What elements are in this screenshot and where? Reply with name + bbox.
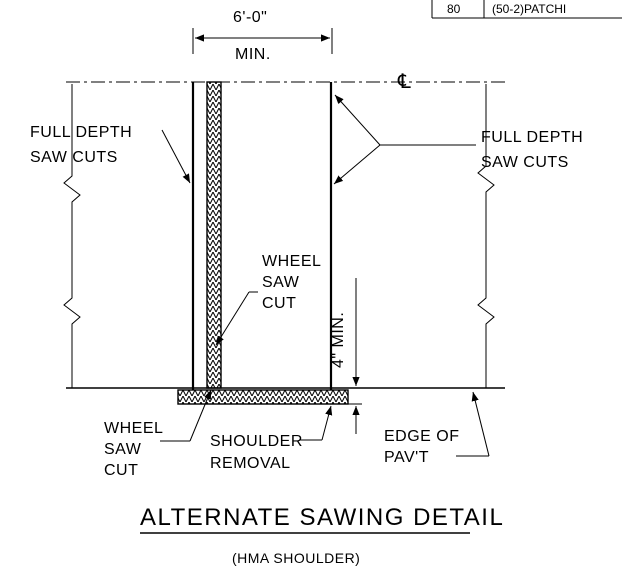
right-saw-cuts-line-1: FULL DEPTH	[481, 129, 583, 146]
title-block-fragment: 80 (50-2)PATCHI	[431, 0, 622, 19]
wheel-saw-cut-strip	[206, 81, 222, 389]
detail-title-block: ALTERNATE SAWING DETAIL (HMA SHOULDER)	[140, 504, 504, 566]
wheel-saw-cut-outer-line-1: WHEEL	[104, 420, 163, 437]
detail-subtitle: (HMA SHOULDER)	[232, 550, 360, 566]
shoulder-removal-label: SHOULDER REMOVAL	[210, 405, 333, 472]
left-saw-cuts-line-1: FULL DEPTH	[30, 124, 132, 141]
left-boundary-line	[63, 84, 81, 388]
width-dimension-qualifier: MIN.	[235, 46, 271, 63]
detail-title: ALTERNATE SAWING DETAIL	[140, 504, 504, 531]
centerline-symbol: ℄	[397, 71, 411, 93]
width-dimension-value: 6'-0"	[233, 9, 267, 26]
wheel-saw-cut-outer-line-2: SAW	[104, 441, 142, 458]
edge-of-pavt-line-2: PAV'T	[384, 449, 429, 466]
depth-dimension-value: 4" MIN.	[330, 312, 347, 368]
wheel-saw-cut-inner-line-1: WHEEL	[262, 253, 321, 270]
wheel-saw-cut-inner-line-2: SAW	[262, 274, 300, 291]
right-boundary-line	[477, 84, 495, 388]
shoulder-removal-line-2: REMOVAL	[210, 455, 291, 472]
edge-of-pavt-label: EDGE OF PAV'T	[384, 391, 490, 466]
right-saw-cuts-line-2: SAW CUTS	[481, 154, 569, 171]
left-saw-cuts-line-2: SAW CUTS	[30, 149, 118, 166]
centerline: ℄	[66, 71, 505, 93]
depth-dimension: 4" MIN.	[330, 278, 362, 434]
wheel-saw-cut-inner-line-3: CUT	[262, 295, 296, 312]
wheel-saw-cut-outer-line-3: CUT	[104, 462, 138, 479]
shoulder-removal-strip	[177, 389, 349, 405]
shoulder-removal-line-1: SHOULDER	[210, 433, 303, 450]
wheel-saw-cut-inner-label: WHEEL SAW CUT	[215, 253, 321, 346]
left-saw-cuts-label: FULL DEPTH SAW CUTS	[30, 124, 191, 184]
width-dimension: 6'-0" MIN.	[192, 9, 333, 63]
table-cell-description: (50-2)PATCHI	[492, 2, 566, 16]
edge-of-pavt-line-1: EDGE OF	[384, 428, 460, 445]
right-saw-cuts-label: FULL DEPTH SAW CUTS	[333, 94, 583, 185]
table-cell-number: 80	[447, 2, 461, 16]
wheel-saw-cut-outer-label: WHEEL SAW CUT	[104, 389, 212, 479]
